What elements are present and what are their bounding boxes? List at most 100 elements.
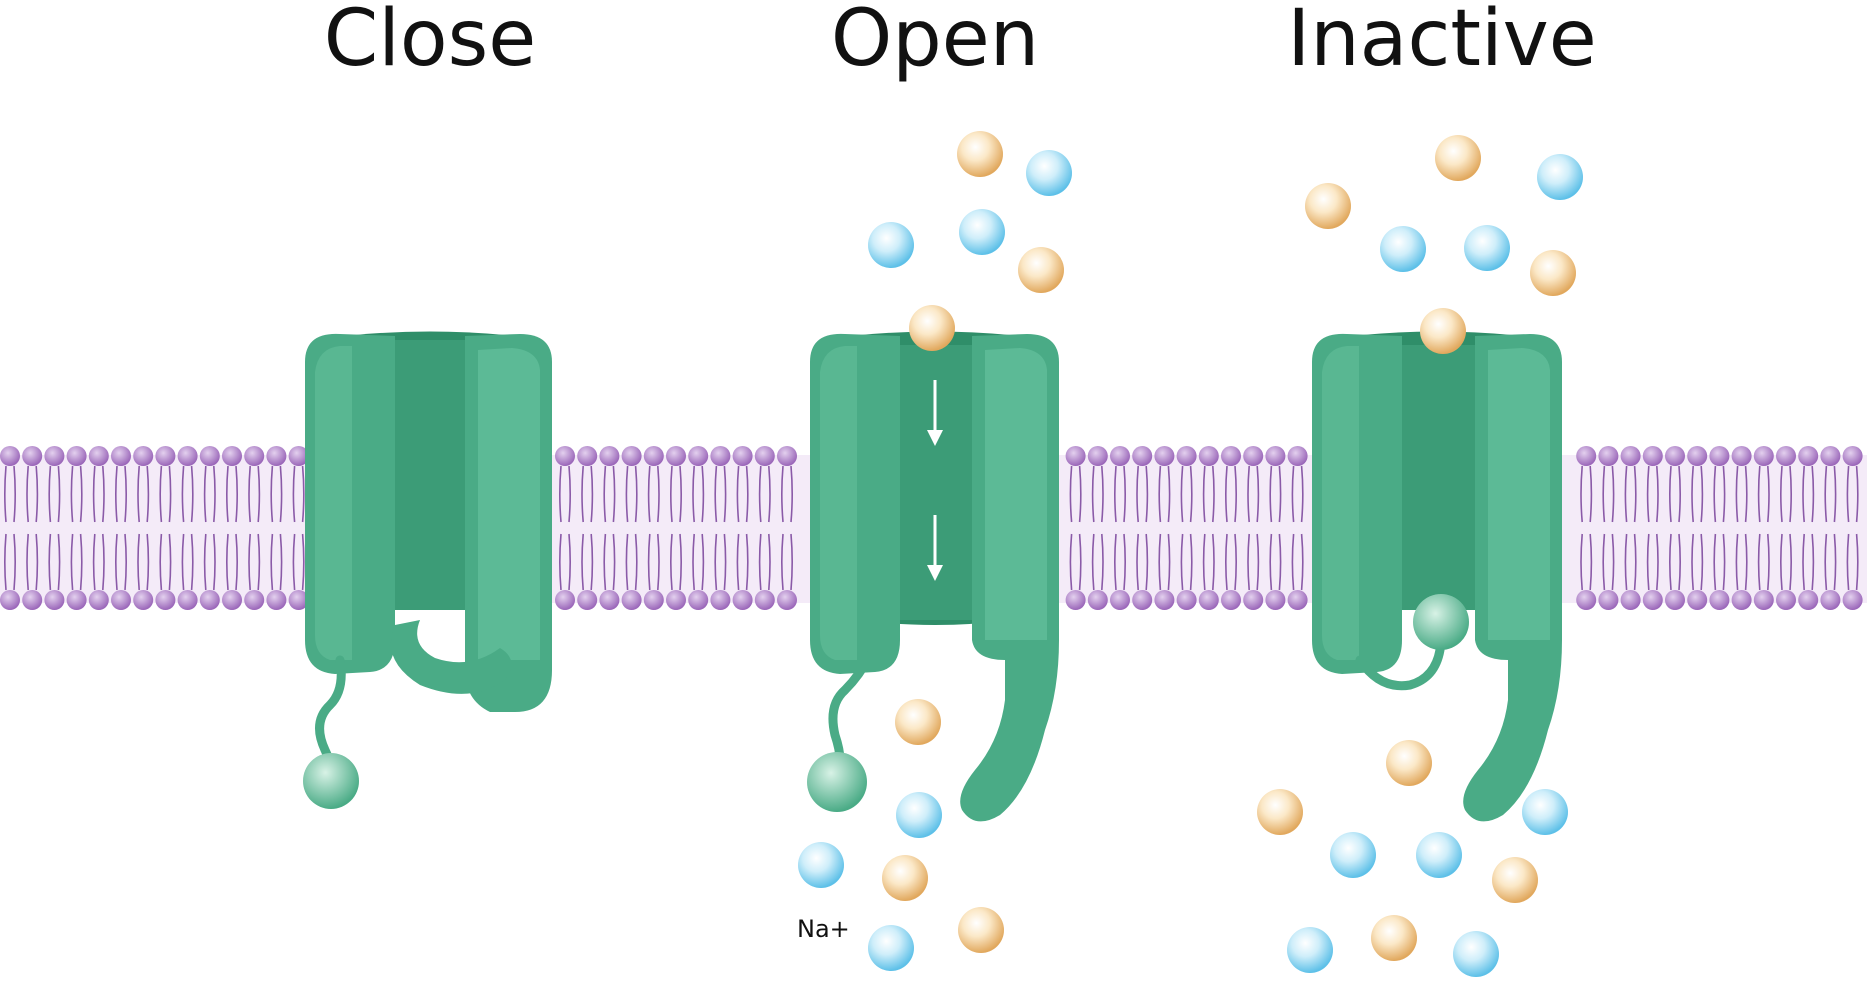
lipid-tail: [670, 533, 673, 591]
lipid-tail: [1789, 465, 1792, 523]
lipid-head: [1110, 446, 1130, 466]
lipid-tail: [70, 533, 74, 591]
lipid-head: [1776, 590, 1796, 610]
lipid-tail: [92, 465, 96, 523]
lipid-head: [266, 446, 287, 466]
lipid-head: [1665, 590, 1685, 610]
lipid-head: [1243, 590, 1264, 610]
lipid-tail: [701, 533, 705, 591]
lipid-tail: [270, 533, 274, 591]
lipid-tail: [634, 533, 638, 591]
lipid-head: [111, 446, 131, 466]
ion-orange: [1420, 308, 1466, 354]
lipid-tail: [213, 465, 216, 523]
lipid-tail: [1713, 533, 1717, 591]
lipid-tail: [1789, 533, 1792, 591]
lipid-tail: [625, 465, 629, 523]
lipid-tail: [279, 465, 283, 523]
lipid-tail: [102, 465, 105, 523]
lipid-tail: [1802, 465, 1805, 523]
channel-right-highlight-inactive: [1488, 348, 1550, 640]
lipid-tail: [1624, 533, 1628, 591]
lipid-tail: [203, 465, 207, 523]
lipid-tail: [1069, 533, 1073, 591]
lipid-tail: [1278, 465, 1282, 523]
lipid-tail: [203, 533, 207, 591]
lipid-tail: [745, 465, 749, 523]
lipid-tail: [1833, 465, 1837, 523]
lipid-head: [1176, 446, 1197, 466]
lipid-tail: [1811, 465, 1815, 523]
ion-orange: [1435, 135, 1481, 181]
ion-blue: [868, 925, 914, 971]
lipid-tail: [768, 465, 771, 523]
lipid-tail: [1189, 465, 1193, 523]
ion-blue: [896, 792, 942, 838]
lipid-tail: [1744, 465, 1748, 523]
lipid-tail: [301, 465, 305, 523]
lipid-tail: [137, 465, 140, 523]
lipid-tail: [13, 465, 16, 523]
lipid-tail: [159, 465, 163, 523]
lipid-tail: [1646, 533, 1650, 591]
lipid-tails-top: [4, 465, 1859, 523]
lipid-head: [1265, 446, 1286, 466]
lipid-tail: [1846, 533, 1850, 591]
lipid-head: [1820, 446, 1841, 466]
lipid-tail: [79, 465, 83, 523]
lipid-head: [1731, 590, 1752, 610]
lipid-tail: [590, 533, 594, 591]
lipid-tail: [1611, 465, 1615, 523]
lipid-tail: [758, 533, 762, 591]
lipid-head: [1154, 590, 1175, 610]
ion-label: Na+: [797, 915, 850, 943]
gate-tether-open: [828, 650, 875, 765]
lipid-tail: [581, 533, 584, 591]
gate-tether-inactive: [1355, 645, 1445, 691]
ion-blue: [959, 209, 1005, 255]
lipid-tail: [235, 465, 238, 523]
lipid-tail: [1234, 465, 1237, 523]
lipid-tail: [146, 533, 150, 591]
lipid-tail: [48, 533, 52, 591]
lipid-tail: [781, 465, 784, 523]
lipid-head: [244, 590, 265, 610]
lipid-tail: [1780, 465, 1783, 523]
lipid-head: [222, 590, 242, 610]
lipid-tail: [670, 465, 673, 523]
lipid-tail: [4, 533, 7, 591]
lipid-tail: [781, 533, 784, 591]
lipid-tail: [1691, 533, 1694, 591]
lipid-tail: [248, 533, 251, 591]
lipid-tail: [625, 533, 629, 591]
lipid-tail: [1678, 533, 1681, 591]
lipid-tail: [35, 465, 39, 523]
lipid-tail: [26, 533, 29, 591]
lipid-tail: [603, 533, 607, 591]
ion-blue: [1453, 931, 1499, 977]
lipid-head: [666, 446, 686, 466]
lipid-head: [1598, 446, 1619, 466]
lipid-tail: [1225, 533, 1228, 591]
lipid-tail: [1091, 465, 1095, 523]
lipid-tail: [1767, 533, 1770, 591]
lipid-tail: [102, 533, 105, 591]
lipid-tail: [1757, 465, 1761, 523]
lipid-head: [0, 446, 20, 466]
lipid-tail: [692, 465, 695, 523]
lipid-head: [621, 446, 642, 466]
lipid-tail: [146, 465, 150, 523]
lipid-tail: [1212, 533, 1215, 591]
ion-blue: [1287, 927, 1333, 973]
lipid-tail: [279, 533, 283, 591]
ion-blue: [1464, 225, 1510, 271]
lipid-tail: [701, 465, 705, 523]
lipid-tail: [1078, 533, 1082, 591]
lipid-tail: [257, 465, 261, 523]
lipid-head: [1287, 446, 1308, 466]
lipid-head: [710, 590, 731, 610]
lipid-tail: [57, 533, 61, 591]
lipid-head: [133, 446, 154, 466]
lipid-head: [1132, 590, 1153, 610]
lipid-tail: [714, 533, 718, 591]
